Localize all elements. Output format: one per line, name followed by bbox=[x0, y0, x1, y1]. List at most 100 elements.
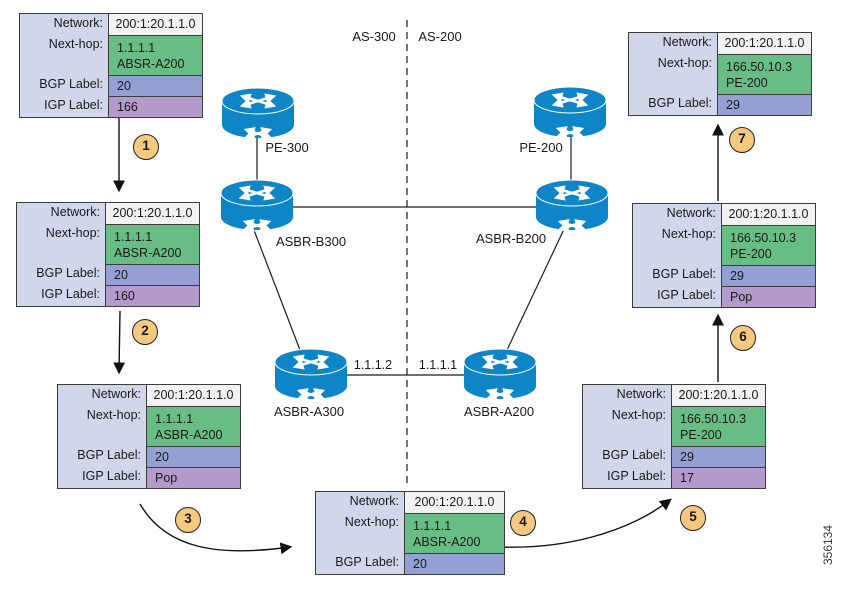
network-value: 200:1:20.1.1.0 bbox=[671, 385, 765, 406]
row-label-network: Network: bbox=[666, 206, 716, 220]
igp-label-value: Pop bbox=[146, 467, 240, 488]
router-label-pe300: PE-300 bbox=[265, 140, 309, 155]
as-200-label: AS-200 bbox=[418, 29, 462, 44]
link-asbrb300-asbra300 bbox=[251, 224, 301, 351]
table-row: IGP Label: 160 bbox=[17, 285, 199, 306]
bgp-label-value: 29 bbox=[671, 446, 765, 467]
row-label-bgp: BGP Label: bbox=[602, 448, 666, 462]
table-row: IGP Label: 17 bbox=[583, 467, 765, 488]
label-table-1: Network: 200:1:20.1.1.0 Next-hop: 1.1.1.… bbox=[19, 13, 203, 118]
bgp-label-value: 20 bbox=[404, 553, 504, 574]
bgp-label-value: 20 bbox=[108, 75, 202, 96]
router-icon-asbr-a300 bbox=[275, 349, 347, 399]
label-table-2: Network: 200:1:20.1.1.0 Next-hop: 1.1.1.… bbox=[16, 202, 200, 307]
row-label-next-hop: Next-hop: bbox=[611, 408, 666, 422]
igp-label-value: 166 bbox=[108, 96, 202, 117]
label-table-7: Network: 200:1:20.1.1.0 Next-hop: 166.50… bbox=[628, 32, 812, 116]
link-asbrb200-asbra200 bbox=[506, 224, 567, 351]
router-label-asbr-a300: ASBR-A300 bbox=[273, 404, 345, 419]
router-icon-pe300 bbox=[222, 88, 294, 138]
network-value: 200:1:20.1.1.0 bbox=[721, 204, 815, 225]
table-row: Network: 200:1:20.1.1.0 bbox=[633, 204, 815, 225]
row-label-next-hop: Next-hop: bbox=[48, 37, 103, 51]
row-label-network: Network: bbox=[662, 35, 712, 49]
step-circle-2: 2 bbox=[132, 319, 158, 345]
row-label-bgp: BGP Label: bbox=[648, 96, 712, 110]
row-label-bgp: BGP Label: bbox=[39, 77, 103, 91]
igp-label-value: 17 bbox=[671, 467, 765, 488]
step-circle-6: 6 bbox=[730, 325, 756, 351]
bgp-label-value: 20 bbox=[105, 264, 199, 285]
link-ip-left-label: 1.1.1.2 bbox=[353, 358, 393, 372]
flow-arrow-2 bbox=[113, 310, 126, 375]
link-ip-right-label: 1.1.1.1 bbox=[418, 358, 458, 372]
igp-label-value: 160 bbox=[105, 285, 199, 306]
table-row: BGP Label: 20 bbox=[17, 264, 199, 285]
bgp-label-value: 29 bbox=[721, 265, 815, 286]
table-row: Network: 200:1:20.1.1.0 bbox=[583, 385, 765, 406]
flow-arrow-5 bbox=[501, 498, 672, 548]
table-row: Network: 200:1:20.1.1.0 bbox=[629, 33, 811, 54]
row-label-next-hop: Next-hop: bbox=[45, 226, 100, 240]
table-row: Network: 200:1:20.1.1.0 bbox=[58, 385, 240, 406]
row-label-igp: IGP Label: bbox=[607, 469, 666, 483]
table-row: BGP Label: 20 bbox=[316, 553, 504, 574]
router-label-pe200: PE-200 bbox=[519, 140, 563, 155]
network-value: 200:1:20.1.1.0 bbox=[404, 492, 504, 513]
table-row: IGP Label: Pop bbox=[58, 467, 240, 488]
step-circle-5: 5 bbox=[680, 505, 706, 531]
label-table-6: Network: 200:1:20.1.1.0 Next-hop: 166.50… bbox=[632, 203, 816, 308]
row-label-bgp: BGP Label: bbox=[652, 267, 716, 281]
row-label-igp: IGP Label: bbox=[82, 469, 141, 483]
row-label-igp: IGP Label: bbox=[41, 287, 100, 301]
table-row: Network: 200:1:20.1.1.0 bbox=[17, 203, 199, 224]
figure-number: 356134 bbox=[821, 524, 835, 566]
router-label-asbr-b300: ASBR-B300 bbox=[275, 234, 347, 249]
router-label-asbr-b200: ASBR-B200 bbox=[475, 231, 547, 246]
igp-label-value: Pop bbox=[721, 286, 815, 307]
flow-arrow-3 bbox=[139, 503, 293, 555]
table-row: BGP Label: 20 bbox=[20, 75, 202, 96]
table-row: IGP Label: 166 bbox=[20, 96, 202, 117]
row-label-next-hop: Next-hop: bbox=[86, 408, 141, 422]
step-circle-1: 1 bbox=[133, 134, 159, 160]
router-icon-asbr-a200 bbox=[464, 349, 536, 399]
row-label-network: Network: bbox=[53, 16, 103, 30]
bgp-label-value: 20 bbox=[146, 446, 240, 467]
row-label-network: Network: bbox=[616, 387, 666, 401]
network-value: 200:1:20.1.1.0 bbox=[108, 14, 202, 35]
router-icon-asbr-b300 bbox=[221, 180, 293, 230]
label-table-4: Network: 200:1:20.1.1.0 Next-hop: 1.1.1.… bbox=[315, 491, 505, 575]
row-label-network: Network: bbox=[91, 387, 141, 401]
row-label-bgp: BGP Label: bbox=[335, 555, 399, 569]
table-row: BGP Label: 29 bbox=[629, 94, 811, 115]
table-row: BGP Label: 20 bbox=[58, 446, 240, 467]
row-label-bgp: BGP Label: bbox=[36, 266, 100, 280]
router-icon-pe200 bbox=[534, 87, 606, 137]
row-label-next-hop: Next-hop: bbox=[344, 515, 399, 529]
table-row: BGP Label: 29 bbox=[583, 446, 765, 467]
step-circle-3: 3 bbox=[175, 507, 201, 533]
router-icon-asbr-b200 bbox=[536, 180, 608, 230]
row-label-next-hop: Next-hop: bbox=[661, 227, 716, 241]
router-label-asbr-a200: ASBR-A200 bbox=[463, 404, 535, 419]
step-circle-7: 7 bbox=[729, 127, 755, 153]
row-label-igp: IGP Label: bbox=[44, 98, 103, 112]
row-label-network: Network: bbox=[349, 494, 399, 508]
